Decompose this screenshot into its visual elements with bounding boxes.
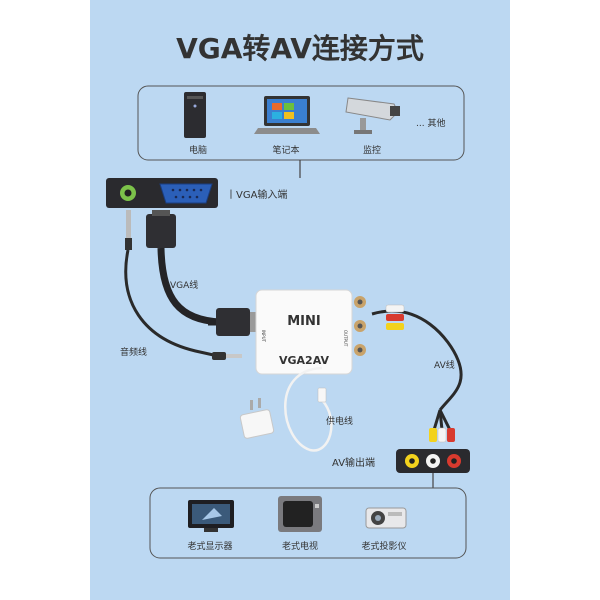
source-label-laptop: 笔记本 [272,144,299,156]
rca-white-port-icon [426,454,440,468]
converter-model: VGA2AV [279,354,329,367]
vga-input-label: 丨VGA输入端 [226,188,287,201]
rca-red-port-icon [447,454,461,468]
vga-cable-label: VGA线 [170,279,198,291]
projector-icon [366,508,406,528]
converter-output-text: OUTPUT [343,330,348,347]
target-label-monitor: 老式显示器 [187,540,232,552]
converter-brand: MINI [287,314,321,329]
connection-diagram: VGA转AV连接方式 电脑 笔记本 监控 ... 其他 [90,0,510,600]
power-cable-label: 供电线 [326,415,353,427]
usb-cable-icon [285,368,331,450]
crt-tv-icon [278,496,322,532]
av-output-label: AV输出端 [332,456,375,469]
av-cable-label: AV线 [434,359,455,371]
source-label-desktop: 电脑 [189,144,207,156]
source-label-others: ... 其他 [416,117,445,129]
target-label-projector: 老式投影仪 [361,540,406,552]
diagram-stage: VGA转AV连接方式 电脑 笔记本 监控 ... 其他 [90,0,510,600]
cctv-camera-icon [346,98,400,134]
vga-port-icon [160,184,212,203]
diagram-title: VGA转AV连接方式 [176,32,424,65]
laptop-icon [254,96,320,134]
converter-input-text: INPUT [261,330,266,343]
target-label-tv: 老式电视 [282,540,318,552]
power-adapter-icon [240,398,274,439]
source-label-cctv: 监控 [363,144,381,156]
av-cable [372,305,461,442]
vga-cable [146,210,258,336]
audio-port-icon [120,185,136,201]
desktop-pc-icon [184,92,206,138]
audio-cable-label: 音频线 [120,346,147,358]
converter-rca-jacks [354,296,366,356]
crt-monitor-icon [188,500,234,532]
rca-yellow-port-icon [405,454,419,468]
